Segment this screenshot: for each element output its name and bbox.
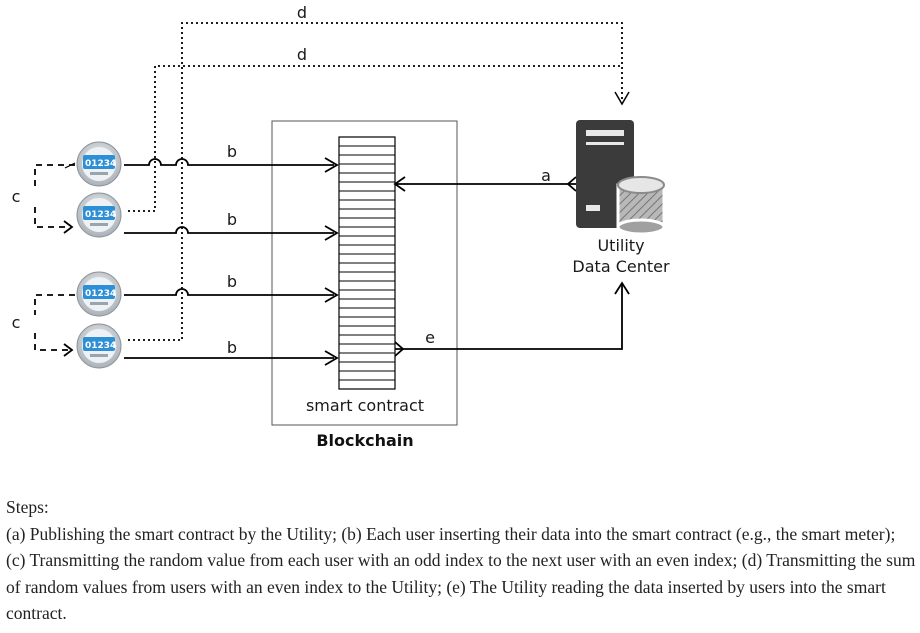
- arrow-e: [394, 281, 630, 357]
- label-b-4: b: [227, 338, 237, 357]
- smart-meter-icon: 01234: [76, 141, 122, 187]
- label-c-2: c: [12, 313, 21, 332]
- meter-reading: 01234: [85, 159, 116, 169]
- arrows-c: [34, 162, 76, 357]
- label-d-inner: d: [297, 45, 307, 64]
- arrow-a: [393, 176, 577, 192]
- label-b-2: b: [227, 210, 237, 229]
- label-d-outer: d: [297, 3, 307, 22]
- label-b-3: b: [227, 272, 237, 291]
- meter-reading: 01234: [85, 341, 116, 351]
- smart-contract-label: smart contract: [306, 396, 424, 415]
- meter-reading: 01234: [85, 210, 116, 220]
- label-e: e: [425, 328, 435, 347]
- arrow-d-outer: [128, 22, 623, 341]
- database-icon: [616, 176, 666, 236]
- caption-heading: Steps:: [6, 497, 49, 517]
- label-b-1: b: [227, 142, 237, 161]
- blockchain-label: Blockchain: [316, 431, 413, 450]
- smart-contract-ledger: [338, 136, 396, 390]
- arrow-d-head: [614, 91, 630, 106]
- blockchain-box: [271, 120, 458, 426]
- caption: Steps: (a) Publishing the smart contract…: [6, 494, 916, 627]
- blockchain-diagram: smart contract Blockchain d d b b b b a …: [12, 3, 670, 450]
- utility-label-line1: Utility: [597, 236, 644, 255]
- smart-meter-icon: 01234: [76, 192, 122, 238]
- caption-body: (a) Publishing the smart contract by the…: [6, 523, 916, 624]
- smart-meter-icon: 01234: [76, 323, 122, 369]
- utility-label-line2: Data Center: [572, 257, 670, 276]
- label-c-1: c: [12, 187, 21, 206]
- meter-reading: 01234: [85, 289, 116, 299]
- arrows-b: [124, 157, 339, 366]
- label-a: a: [541, 166, 551, 185]
- arrow-d-inner: [128, 65, 622, 212]
- smart-meter-icon: 01234: [76, 271, 122, 317]
